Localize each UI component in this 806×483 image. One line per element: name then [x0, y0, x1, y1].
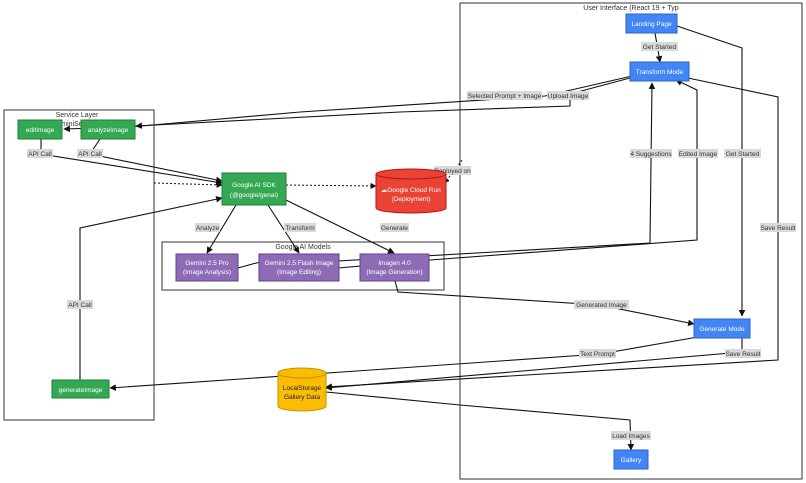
models-cluster-title: Google AI Models	[275, 244, 331, 251]
svg-text:(Deployment): (Deployment)	[391, 196, 430, 203]
imagen-node: Imagen 4.0 (Image Generation)	[359, 253, 430, 282]
transform-mode-node: Transform Mode	[629, 61, 690, 82]
edge-label-transform: Transform	[284, 223, 316, 232]
svg-text:generateImage: generateImage	[59, 387, 103, 394]
google-ai-sdk-node: Google AI SDK (@google/genai)	[221, 172, 287, 206]
svg-text:Transform: Transform	[285, 225, 314, 232]
svg-text:Load Images: Load Images	[612, 433, 650, 440]
edge-label-generate: Generate	[380, 223, 409, 232]
svg-text:Generate: Generate	[381, 225, 408, 232]
svg-text:Gemini 2.5 Flash Image: Gemini 2.5 Flash Image	[264, 260, 333, 267]
svg-text:Google Cloud Run: Google Cloud Run	[387, 187, 441, 194]
generate-image-node: generateImage	[51, 379, 110, 399]
edge-label-upload-image: Upload Image	[547, 91, 589, 100]
edge-label-selected-prompt: Selected Prompt + Image	[467, 91, 542, 100]
edge-labels: Get Started Get Started Selected Prompt …	[27, 42, 796, 440]
edge-label-edited-image: Edited Image	[678, 149, 718, 158]
svg-text:Edited Image: Edited Image	[679, 151, 718, 158]
service-cluster-subtitle: miniSe	[61, 121, 83, 128]
svg-text:Get Started: Get Started	[643, 44, 677, 51]
svg-text:Transform Mode: Transform Mode	[636, 69, 684, 76]
edge-label-text-prompt: Text Prompt	[579, 349, 616, 358]
svg-text:API Call: API Call	[78, 151, 102, 158]
edge-label-four-suggestions: 4 Suggestions	[630, 149, 672, 158]
svg-text:analyzeImage: analyzeImage	[88, 127, 129, 134]
edge-label-api-call-2: API Call	[77, 149, 103, 158]
service-cluster-title: Service Layer	[56, 112, 99, 119]
edge-label-analyze: Analyze	[195, 223, 220, 232]
landing-page-node: Landing Page	[625, 13, 678, 34]
svg-text:Save Result: Save Result	[760, 225, 795, 232]
generate-mode-node: Generate Mode	[693, 318, 751, 339]
edge-label-deployed-on: Deployed on	[434, 166, 471, 175]
edge-label-generated-image: Generated Image	[574, 300, 629, 309]
svg-text:API Call: API Call	[28, 151, 52, 158]
cloud-run-node: ☁ Google Cloud Run (Deployment)	[375, 168, 447, 214]
analyze-image-node: analyzeImage	[80, 119, 136, 140]
svg-text:Get Started: Get Started	[726, 151, 760, 158]
svg-text:Deployed on: Deployed on	[434, 168, 471, 175]
local-storage-node: LocalStorage Gallery Data	[277, 367, 327, 412]
svg-text:API Call: API Call	[68, 302, 92, 309]
ui-cluster-title: User Interface (React 19 + Typ	[583, 5, 678, 12]
gallery-node: Gallery	[613, 449, 649, 470]
edge-label-get-started-2: Get Started	[724, 149, 761, 158]
cloud-icon: ☁	[381, 187, 388, 194]
svg-text:Text Prompt: Text Prompt	[580, 351, 615, 358]
gemini-flash-node: Gemini 2.5 Flash Image (Image Editing)	[258, 253, 340, 282]
svg-text:Analyze: Analyze	[196, 225, 220, 232]
svg-text:Gemini 2.5 Pro: Gemini 2.5 Pro	[185, 260, 229, 267]
svg-text:(Image Analysis): (Image Analysis)	[183, 269, 231, 276]
gemini-pro-node: Gemini 2.5 Pro (Image Analysis)	[175, 253, 239, 282]
edge-label-api-call-1: API Call	[27, 149, 53, 158]
edge-label-api-call-3: API Call	[67, 300, 93, 309]
svg-text:Landing Page: Landing Page	[631, 21, 672, 28]
svg-text:Upload Image: Upload Image	[548, 93, 589, 100]
edge-label-save-result-2: Save Result	[725, 349, 761, 358]
ui-cluster: User Interface (React 19 + Typ	[459, 2, 803, 480]
svg-text:(@google/genai): (@google/genai)	[230, 192, 278, 199]
edit-image-node: editImage	[17, 119, 63, 140]
svg-text:LocalStorage: LocalStorage	[283, 385, 322, 392]
svg-text:editImage: editImage	[26, 127, 55, 134]
svg-text:Imagen 4.0: Imagen 4.0	[378, 260, 411, 267]
svg-text:(Image Generation): (Image Generation)	[366, 269, 422, 276]
svg-text:Generate Mode: Generate Mode	[699, 326, 745, 333]
edge-label-load-images: Load Images	[611, 431, 651, 440]
svg-text:Selected Prompt + Image: Selected Prompt + Image	[468, 93, 542, 100]
svg-text:Google AI SDK: Google AI SDK	[232, 182, 276, 189]
svg-text:Generated Image: Generated Image	[576, 302, 627, 309]
edge-label-get-started-1: Get Started	[641, 42, 678, 51]
svg-text:Save Result: Save Result	[725, 351, 760, 358]
svg-text:Gallery: Gallery	[621, 457, 642, 464]
svg-text:(Image Editing): (Image Editing)	[277, 269, 321, 276]
edge-label-save-result-1: Save Result	[760, 223, 796, 232]
svg-text:Gallery Data: Gallery Data	[284, 394, 321, 401]
svg-text:4 Suggestions: 4 Suggestions	[630, 151, 672, 158]
